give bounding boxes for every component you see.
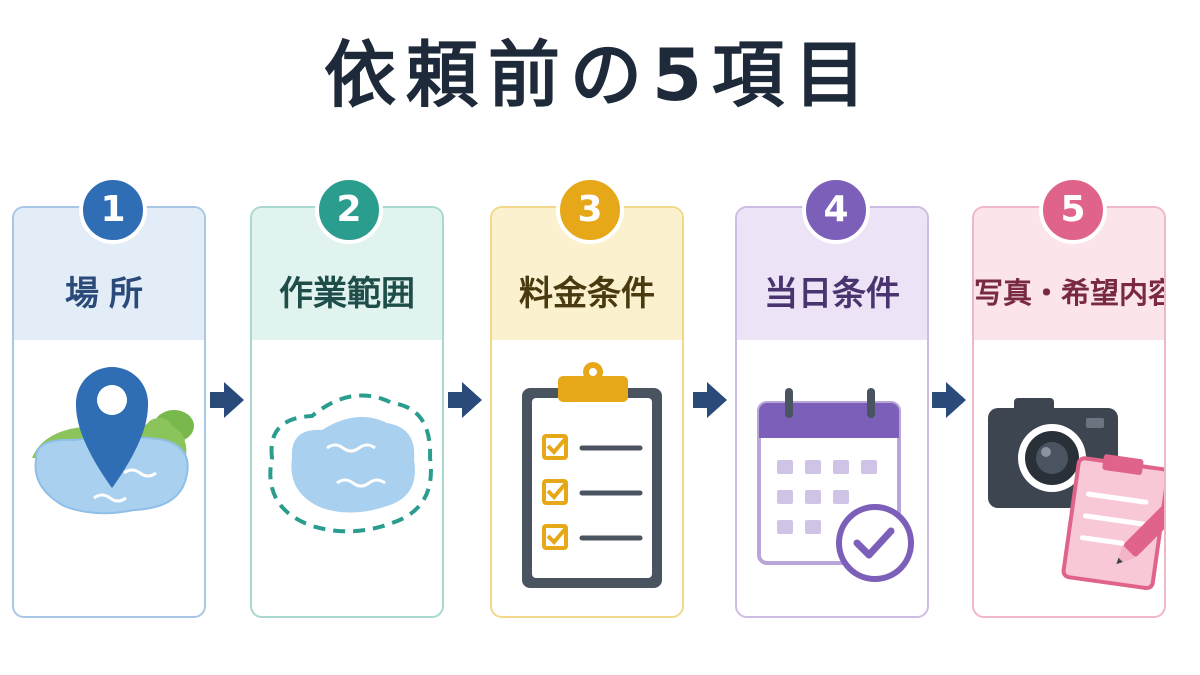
arrow-right-icon <box>932 382 966 418</box>
arrow-right-icon <box>693 382 727 418</box>
step-card-day-conditions: 当日条件 <box>735 206 929 618</box>
step-card-work-area: 作業範囲 <box>250 206 444 618</box>
area-outline-icon <box>268 393 433 534</box>
step-card-fee-terms: 料金条件 <box>490 206 684 618</box>
step-label: 場所 <box>65 274 153 314</box>
camera-clipboard-pencil-icon <box>988 398 1164 591</box>
step-number-badge: 1 <box>79 176 147 244</box>
step-number-badge: 2 <box>315 176 383 244</box>
step-label: 作業範囲 <box>279 274 415 314</box>
step-label: 写真・希望内容 <box>974 276 1166 310</box>
step-card-header: 作業範囲 <box>252 208 442 340</box>
step-number-badge: 5 <box>1039 176 1107 244</box>
step-label: 当日条件 <box>764 274 900 314</box>
step-card-photos-requests: 写真・希望内容 <box>972 206 1166 618</box>
arrow-right-icon <box>210 382 244 418</box>
step-number-badge: 3 <box>556 176 624 244</box>
calendar-check-icon <box>757 388 914 582</box>
map-pin-pond-icon <box>32 367 194 515</box>
arrow-right-icon <box>448 382 482 418</box>
step-card-location: 場所 <box>12 206 206 618</box>
page-title: 依頼前の5項目 <box>323 33 877 117</box>
step-number-badge: 4 <box>802 176 870 244</box>
clipboard-checklist-icon <box>522 362 662 588</box>
step-label: 料金条件 <box>519 274 655 314</box>
